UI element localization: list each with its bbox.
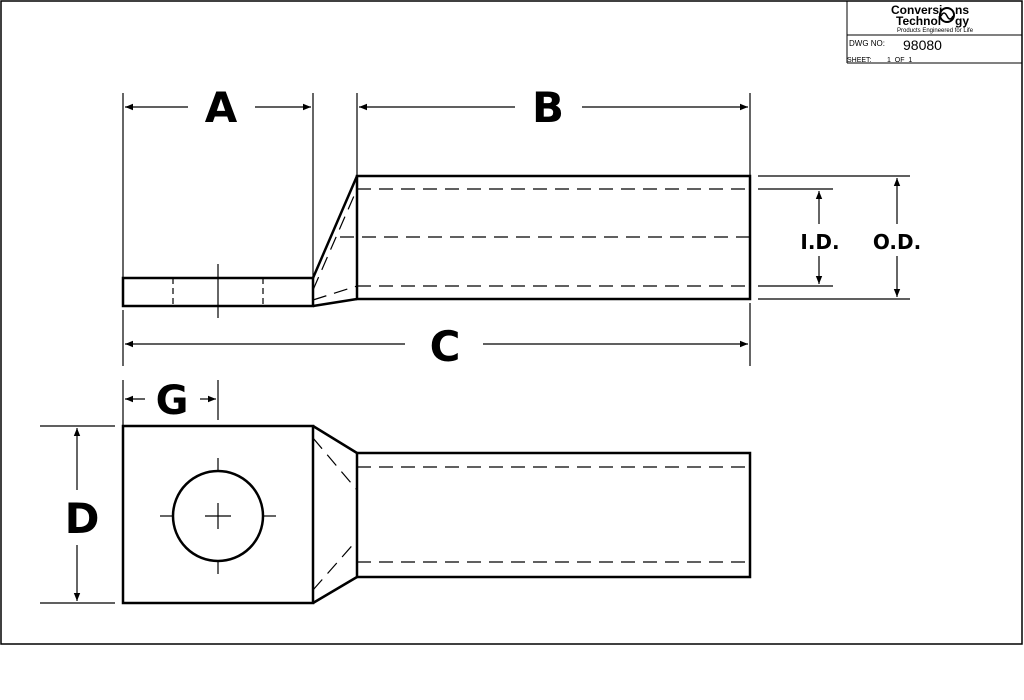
dimension-lines-top [122, 93, 910, 366]
dimension-lines-bottom [40, 380, 219, 604]
dim-label-d: D [65, 494, 100, 543]
company-name-1: Conversi [891, 3, 942, 17]
dim-label-id: I.D. [800, 230, 839, 254]
dwg-no-value: 98080 [903, 37, 942, 53]
company-name-2: Technol [896, 14, 941, 28]
sheet-value: 1 OF 1 [887, 57, 912, 64]
title-block: Conversi ns Technol gy Products Engineer… [846, 1, 1022, 64]
dim-label-a: A [205, 83, 238, 132]
company-name-2b: gy [955, 14, 969, 28]
drawing-frame [0, 0, 1023, 645]
dim-label-od: O.D. [873, 230, 921, 254]
dim-label-c: C [430, 322, 461, 371]
side-view [121, 174, 752, 318]
logo-wave-icon [939, 7, 955, 23]
dim-label-b: B [532, 83, 564, 132]
plan-view [121, 424, 752, 605]
dwg-no-label: DWG NO: [849, 39, 885, 48]
dim-label-g: G [156, 378, 189, 424]
sheet-label: SHEET: [847, 57, 872, 64]
company-tagline: Products Engineered for Life [897, 28, 974, 34]
company-name-1b: ns [955, 3, 969, 17]
